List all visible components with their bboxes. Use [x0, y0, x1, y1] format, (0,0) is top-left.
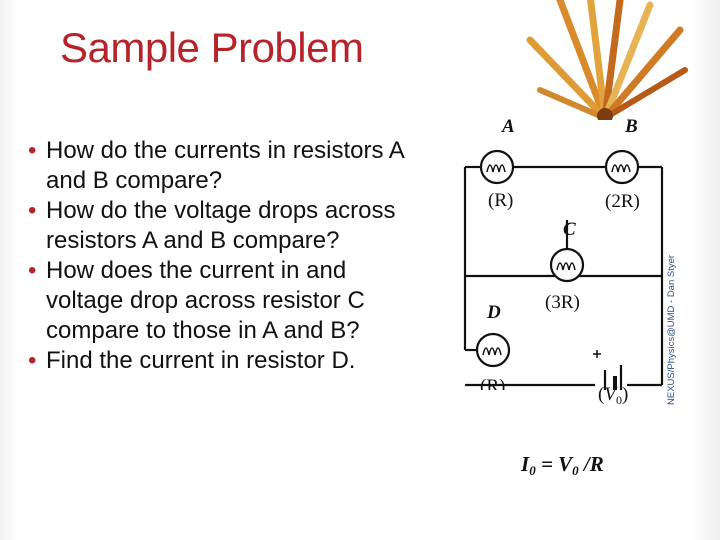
circuit-diagram: A B C D (R) (2R) (3R) (R): [463, 116, 664, 390]
battery-icon: [593, 350, 623, 390]
pencils-icon: [526, 0, 688, 120]
slide-title: Sample Problem: [60, 24, 364, 71]
bullet-item: How do the currents in resistors A and B…: [28, 136, 428, 196]
resistor-d-letter: D: [486, 302, 501, 323]
bullet-list: How do the currents in resistors A and B…: [28, 136, 428, 376]
resistor-b-value: (2R): [605, 191, 640, 212]
bulb-icon: [479, 149, 515, 185]
formula-i-sub: 0: [529, 463, 536, 478]
battery-value: (V0): [598, 384, 629, 407]
bullet-item: Find the current in resistor D.: [28, 346, 428, 376]
formula-i: I: [521, 452, 530, 476]
bullet-item: How does the current in and voltage drop…: [28, 256, 428, 346]
credit-text: NEXUS/Physics@UMD - Dan Styer: [666, 254, 677, 405]
bulb-icon: [475, 332, 511, 368]
resistor-b-letter: B: [624, 116, 638, 137]
resistor-a-value: (R): [488, 190, 513, 211]
bulb-icon: [549, 247, 585, 283]
bullet-item: How do the voltage drops across resistor…: [28, 196, 428, 256]
formula-tail: /R: [578, 452, 604, 476]
current-formula: I0 = V0 /R: [521, 452, 604, 479]
resistor-c-value: (3R): [545, 292, 580, 313]
resistor-c-letter: C: [563, 219, 576, 240]
bulb-icon: [604, 149, 640, 185]
formula-v-sub: 0: [572, 463, 579, 478]
resistor-a-letter: A: [501, 116, 515, 137]
formula-eq: = V: [535, 452, 573, 476]
resistor-d-value: (R): [480, 376, 505, 390]
